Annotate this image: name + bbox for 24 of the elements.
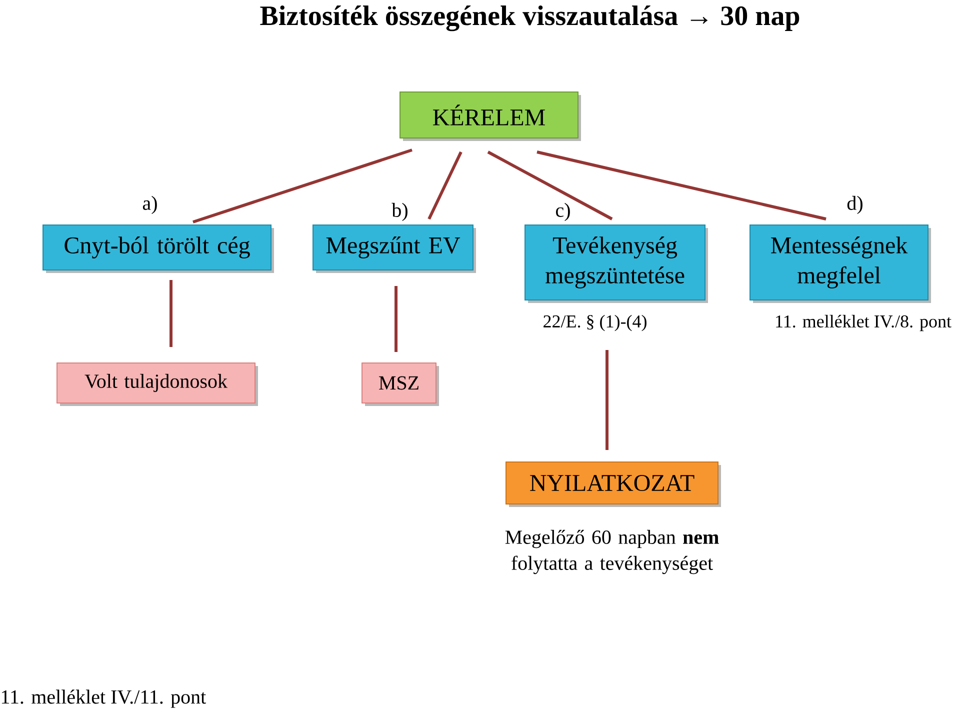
category-box: Megszűnt EV xyxy=(312,224,476,273)
category-box: Tevékenység megszüntetése xyxy=(524,224,708,303)
category-box: Cnyt-ból törölt cég xyxy=(42,224,274,273)
note-text: Megelőző 60 napban nem folytatta a tevékenységet xyxy=(505,530,719,574)
connector-line xyxy=(487,150,613,220)
connector-line xyxy=(192,148,412,224)
connector-line xyxy=(394,286,398,352)
category-box: Mentességnek megfelel xyxy=(750,224,932,303)
connector-line xyxy=(428,151,462,220)
connector-line xyxy=(606,350,608,450)
result-box: MSZ xyxy=(362,362,439,406)
option-letter: c) xyxy=(556,202,570,222)
title: Biztosíték összegének visszautalása → 30 nap xyxy=(260,6,800,32)
legal-reference: 11. melléklet IV./11. pont xyxy=(2,690,206,708)
option-letter: d) xyxy=(847,196,862,214)
request-box: KÉRELEM xyxy=(400,92,581,141)
option-letter: a) xyxy=(142,196,157,214)
declaration-box: NYILATKOZAT xyxy=(506,462,721,507)
option-letter: b) xyxy=(392,202,408,222)
legal-reference: 11. melléklet IV./8. pont xyxy=(776,314,952,332)
legal-reference: 22/E. § (1)-(4) xyxy=(544,314,646,332)
connector-line xyxy=(536,150,826,220)
connector-line xyxy=(170,280,172,347)
result-box: Volt tulajdonosok xyxy=(56,362,258,406)
